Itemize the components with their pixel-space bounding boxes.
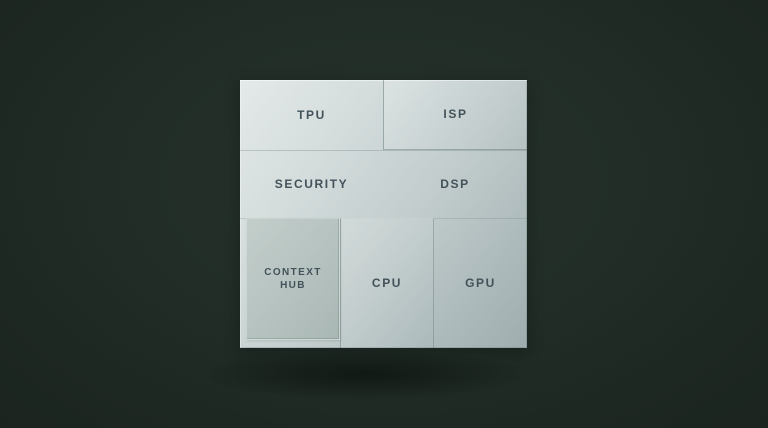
block-dsp: DSP	[383, 150, 527, 218]
chip-shadow	[200, 348, 530, 400]
chip-die: TPU ISP SECURITY DSP CONTEXT HUB CPU GPU	[240, 80, 527, 348]
block-gpu-label: GPU	[465, 275, 496, 290]
block-isp-label: ISP	[443, 107, 468, 122]
row-divider-bottom	[240, 218, 527, 219]
block-security: SECURITY	[240, 150, 383, 218]
block-context-hub: CONTEXT HUB	[246, 218, 340, 340]
block-context-hub-label: CONTEXT HUB	[264, 266, 322, 292]
row-divider-top	[240, 150, 527, 151]
block-gpu: GPU	[434, 218, 527, 348]
block-cpu: CPU	[340, 218, 434, 348]
block-cpu-label: CPU	[371, 276, 403, 291]
block-isp: ISP	[383, 80, 527, 150]
block-tpu: TPU	[240, 80, 383, 150]
block-tpu-label: TPU	[297, 107, 326, 122]
block-dsp-label: DSP	[440, 176, 470, 191]
block-security-label: SECURITY	[274, 176, 349, 191]
